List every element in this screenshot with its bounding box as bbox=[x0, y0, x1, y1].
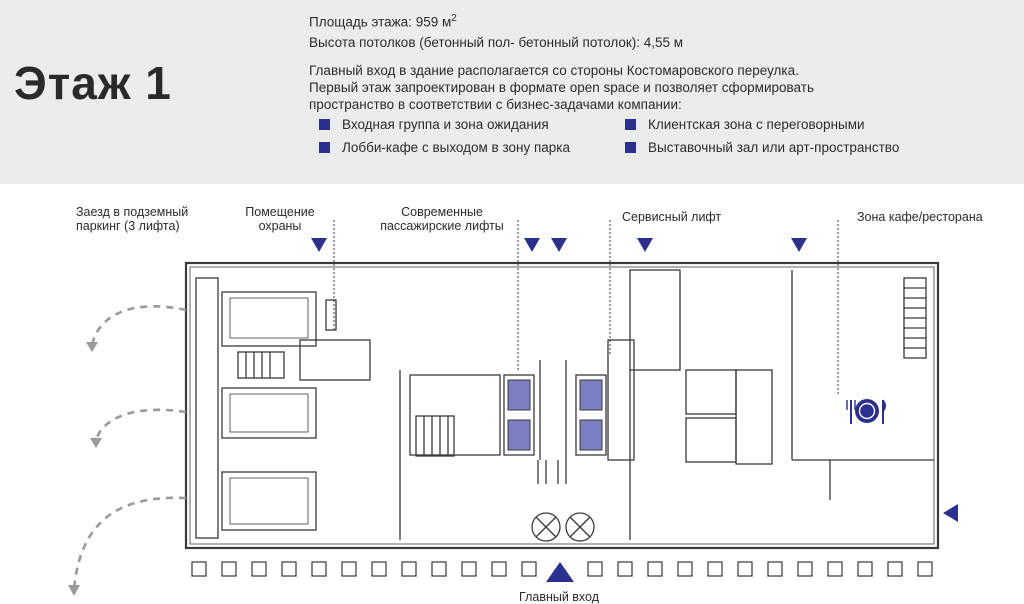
label-security-line2: охраны bbox=[258, 219, 302, 233]
legend-square-icon bbox=[319, 142, 330, 153]
description-line-2: Первый этаж запроектирован в формате ope… bbox=[309, 80, 814, 95]
description-line-3: пространство в соответствии с бизнес-зад… bbox=[309, 97, 682, 112]
area-info: Площадь этажа: 959 м2 bbox=[309, 13, 457, 30]
description-line-1: Главный вход в здание располагается со с… bbox=[309, 63, 799, 78]
area-unit-sup: 2 bbox=[451, 13, 457, 24]
passenger-lift-2 bbox=[507, 419, 531, 451]
legend-square-icon bbox=[625, 119, 636, 130]
plate-cutlery-icon bbox=[846, 399, 886, 424]
label-main-entrance: Главный вход bbox=[519, 590, 600, 604]
label-security-line1: Помещение bbox=[245, 205, 315, 219]
label-service-lift: Сервисный лифт bbox=[622, 210, 722, 224]
parking-lift-1 bbox=[221, 291, 317, 347]
header-panel bbox=[0, 0, 1024, 184]
triangle-marker-icon bbox=[791, 238, 807, 252]
passenger-lift-3 bbox=[579, 379, 603, 411]
facade-columns bbox=[191, 561, 933, 577]
triangle-marker-icon bbox=[551, 238, 567, 252]
outer-wall bbox=[184, 261, 940, 550]
revolving-door-1 bbox=[531, 512, 561, 542]
parking-entry-arrows bbox=[72, 305, 187, 591]
legend-item-entrance: Входная группа и зона ожидания bbox=[319, 117, 549, 132]
legend-square-icon bbox=[319, 119, 330, 130]
legend-label: Лобби-кафе с выходом в зону парка bbox=[342, 140, 571, 155]
area-text: Площадь этажа: 959 м bbox=[309, 14, 452, 30]
passenger-lift-1 bbox=[507, 379, 531, 411]
label-lifts-line1: Современные bbox=[401, 205, 483, 219]
floor-plan bbox=[68, 220, 958, 596]
floor-title: Этаж 1 bbox=[14, 57, 172, 109]
legend-label: Клиентская зона с переговорными bbox=[648, 117, 865, 132]
legend-label: Входная группа и зона ожидания bbox=[342, 117, 549, 132]
label-parking-line1: Заезд в подземный bbox=[76, 205, 189, 219]
label-parking-line2: паркинг (3 лифта) bbox=[76, 219, 180, 233]
legend-square-icon bbox=[625, 142, 636, 153]
passenger-lift-4 bbox=[579, 419, 603, 451]
triangle-marker-icon bbox=[311, 238, 327, 252]
label-security: Помещение охраны bbox=[241, 205, 319, 233]
label-parking: Заезд в подземный паркинг (3 лифта) bbox=[76, 205, 188, 233]
main-entrance-marker-icon bbox=[546, 562, 574, 582]
label-lifts: Современные пассажирские лифты bbox=[372, 205, 512, 233]
triangle-marker-icon bbox=[637, 238, 653, 252]
label-lifts-line2: пассажирские лифты bbox=[380, 219, 504, 233]
legend-item-exhibition: Выставочный зал или арт-пространство bbox=[625, 140, 899, 155]
legend-label: Выставочный зал или арт-пространство bbox=[648, 140, 900, 155]
triangle-marker-icon bbox=[943, 504, 958, 522]
triangle-marker-icon bbox=[524, 238, 540, 252]
ceiling-info: Высота потолков (бетонный пол- бетонный … bbox=[309, 35, 684, 50]
label-cafe-zone: Зона кафе/ресторана bbox=[857, 210, 983, 224]
legend-item-client-zone: Клиентская зона с переговорными bbox=[625, 117, 865, 132]
parking-lift-2 bbox=[221, 387, 317, 439]
legend-item-lobby-cafe: Лобби-кафе с выходом в зону парка bbox=[319, 140, 570, 155]
parking-lift-3 bbox=[221, 471, 317, 531]
revolving-door-2 bbox=[565, 512, 595, 542]
